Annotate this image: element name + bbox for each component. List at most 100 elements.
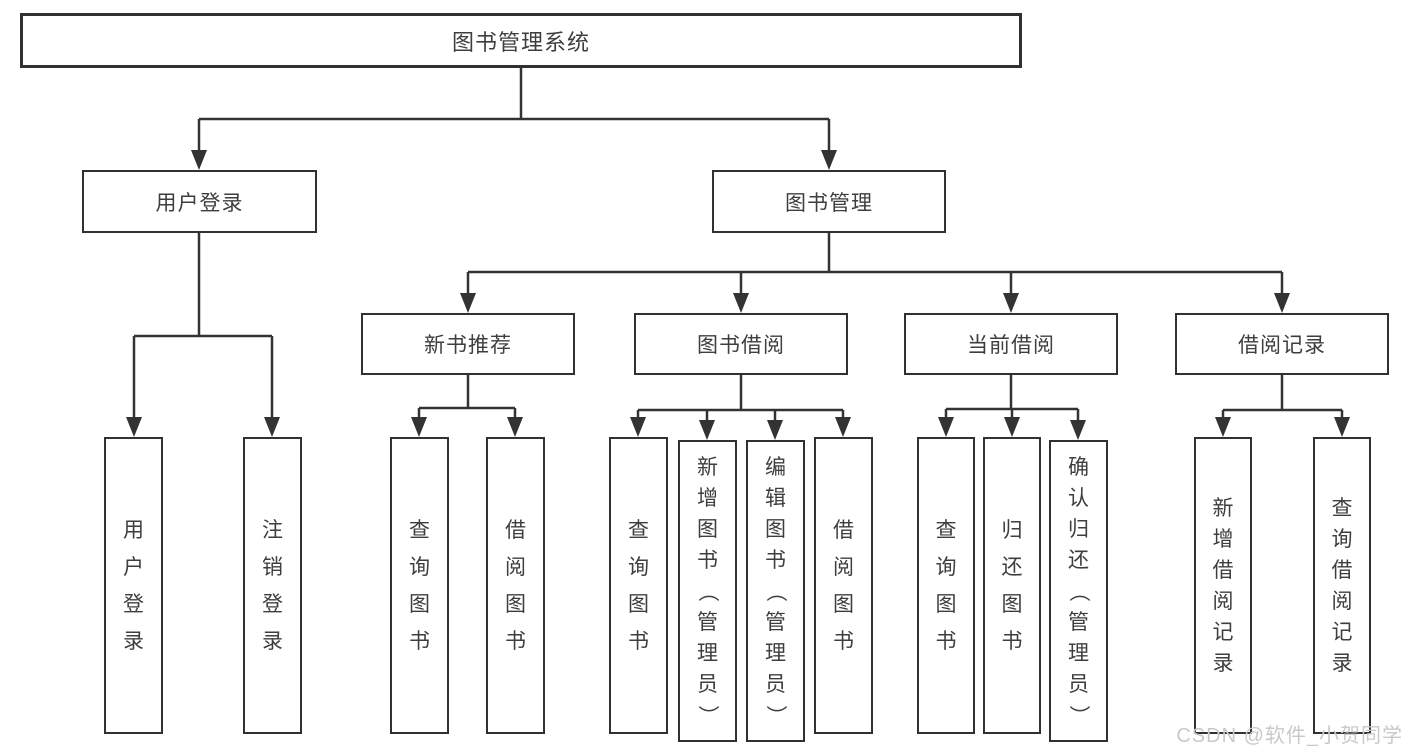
leaf-label-char: 新 [697, 455, 718, 479]
node-book-management: 图书管理 [712, 170, 946, 233]
leaf-label-char: 借 [833, 518, 854, 542]
leaf-edit-books-admin: 编辑图书 （ 管理员 ） [746, 440, 805, 742]
leaf-label-char: 认 [1068, 486, 1089, 510]
leaf-label-char: 图 [1001, 592, 1023, 616]
leaf-label-char: 书 [935, 629, 957, 653]
leaf-label-char: 登 [123, 592, 144, 616]
leaf-label-char: 增 [1212, 527, 1234, 551]
leaf-label-char: 用 [123, 518, 144, 542]
leaf-label-char: 员 [765, 672, 786, 696]
leaf-label-char: 借 [1331, 558, 1353, 582]
leaf-user-login: 用户登录 [104, 437, 163, 734]
leaf-label-char: 询 [409, 555, 430, 579]
leaf-label-char: 员 [697, 672, 718, 696]
leaf-label-char: 归 [1068, 517, 1089, 541]
leaf-label-char: 询 [1331, 527, 1353, 551]
leaf-label-char: 管 [1068, 610, 1089, 634]
node-borrow-records-label: 借阅记录 [1238, 334, 1326, 357]
leaf-label-char: 书 [409, 629, 430, 653]
leaf-label-char: 询 [628, 555, 649, 579]
leaf-label-char: 书 [628, 629, 649, 653]
leaf-label-char: 阅 [833, 555, 854, 579]
leaf-label-char: 图 [409, 592, 430, 616]
leaf-label-char: 图 [628, 592, 649, 616]
leaf-label-char: 记 [1212, 620, 1234, 644]
leaf-label-char: 阅 [1212, 589, 1234, 613]
leaf-label-char: 还 [1001, 555, 1023, 579]
node-user-login-group-label: 用户登录 [155, 191, 244, 215]
csdn-watermark: CSDN @软件_小贺同学 [1176, 725, 1403, 747]
leaf-label-char: 图 [505, 592, 526, 616]
leaf-label-char: 图 [697, 517, 718, 541]
leaf-label-char: 录 [1212, 651, 1234, 675]
leaf-label-char: 查 [1331, 496, 1353, 520]
leaf-label-char: 查 [935, 518, 957, 542]
leaf-label-char: 图 [765, 517, 786, 541]
leaf-label-char: ） [1067, 704, 1090, 726]
leaf-label-char: 增 [697, 486, 718, 510]
node-borrow-records: 借阅记录 [1175, 313, 1389, 375]
leaf-query-books-current: 查询图书 [917, 437, 975, 734]
leaf-label-char: 员 [1068, 672, 1089, 696]
leaf-label-char: 询 [935, 555, 957, 579]
leaf-label-char: （ [764, 580, 787, 602]
leaf-label-char: 借 [1212, 558, 1234, 582]
leaf-label-char: 阅 [1331, 589, 1353, 613]
leaf-label-char: 登 [262, 592, 283, 616]
node-new-book-recommend: 新书推荐 [361, 313, 575, 375]
leaf-label-char: （ [1067, 580, 1090, 602]
leaf-label-char: 书 [697, 548, 718, 572]
leaf-label-char: 书 [505, 629, 526, 653]
leaf-label-char: 确 [1068, 455, 1089, 479]
node-user-login-group: 用户登录 [82, 170, 317, 233]
leaf-label-char: ） [764, 704, 787, 726]
leaf-label-char: 销 [262, 555, 283, 579]
leaf-label-char: 户 [123, 555, 144, 579]
leaf-label-char: 录 [262, 629, 283, 653]
leaf-add-books-admin: 新增图书 （ 管理员 ） [678, 440, 737, 742]
leaf-confirm-return-admin: 确认归还 （ 管理员 ） [1049, 440, 1108, 742]
node-book-management-label: 图书管理 [785, 191, 873, 215]
leaf-label-char: 查 [628, 518, 649, 542]
leaf-query-books-recommend: 查询图书 [390, 437, 449, 734]
leaf-label-char: 辑 [765, 486, 786, 510]
leaf-label-char: 书 [833, 629, 854, 653]
leaf-logout: 注销登录 [243, 437, 302, 734]
node-current-borrow-label: 当前借阅 [967, 334, 1055, 357]
leaf-label-char: 管 [697, 610, 718, 634]
leaf-label-char: 记 [1331, 620, 1353, 644]
leaf-label-char: 录 [1331, 651, 1353, 675]
leaf-borrow-books-recommend: 借阅图书 [486, 437, 545, 734]
leaf-label-char: 录 [123, 629, 144, 653]
leaf-label-char: 注 [262, 518, 283, 542]
leaf-borrow-books: 借阅图书 [814, 437, 873, 734]
leaf-label-char: 理 [1068, 641, 1089, 665]
leaf-return-books: 归还图书 [983, 437, 1041, 734]
leaf-label-char: 管 [765, 610, 786, 634]
leaf-label-char: 编 [765, 455, 786, 479]
leaf-label-char: 图 [935, 592, 957, 616]
leaf-label-char: 理 [697, 641, 718, 665]
leaf-query-borrow-record: 查询借阅记录 [1313, 437, 1371, 734]
node-book-borrow: 图书借阅 [634, 313, 848, 375]
leaf-label-char: 理 [765, 641, 786, 665]
leaf-label-char: 查 [409, 518, 430, 542]
leaf-label-char: 新 [1212, 496, 1234, 520]
leaf-query-books-borrow: 查询图书 [609, 437, 668, 734]
node-book-borrow-label: 图书借阅 [697, 334, 785, 357]
leaf-label-char: 归 [1001, 518, 1023, 542]
leaf-label-char: 阅 [505, 555, 526, 579]
leaf-label-char: ） [696, 704, 719, 726]
leaf-label-char: 还 [1068, 548, 1089, 572]
node-current-borrow: 当前借阅 [904, 313, 1118, 375]
leaf-label-char: 图 [833, 592, 854, 616]
leaf-label-char: 借 [505, 518, 526, 542]
leaf-label-char: 书 [765, 548, 786, 572]
node-root-label: 图书管理系统 [451, 29, 590, 55]
leaf-label-char: （ [696, 580, 719, 602]
node-new-book-recommend-label: 新书推荐 [424, 334, 512, 357]
leaf-label-char: 书 [1001, 629, 1023, 653]
arrowheads [126, 150, 1350, 440]
